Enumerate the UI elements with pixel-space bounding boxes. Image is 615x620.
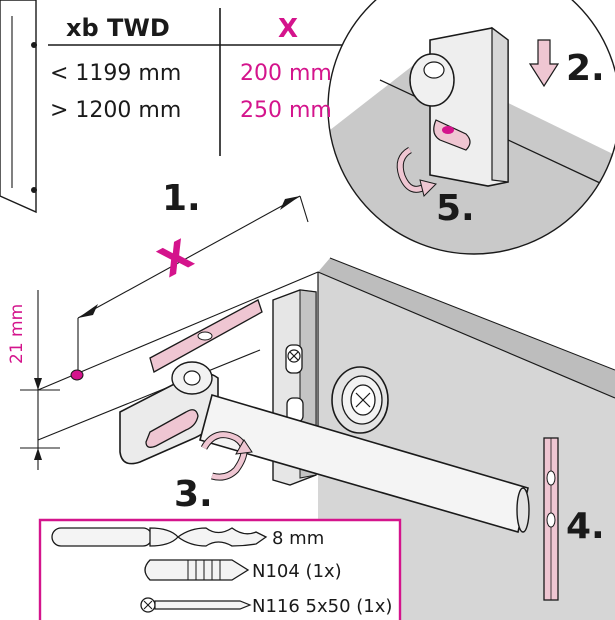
- table-row1-value: 200 mm: [240, 61, 332, 86]
- drill-bit-icon: [51, 527, 268, 547]
- detail-inset: [327, 0, 615, 255]
- spirit-level-horizontal: [149, 299, 263, 373]
- rotate-arrow-step3: [200, 431, 253, 481]
- wall-plug-icon: [144, 559, 250, 581]
- towel-rod: [199, 394, 530, 534]
- part-drill-label: 8 mm: [272, 528, 324, 549]
- spirit-level-vertical: [543, 437, 559, 601]
- parts-box: [38, 518, 402, 620]
- table-row1-range: < 1199 mm: [50, 61, 181, 86]
- step-3-label: 3.: [174, 474, 213, 515]
- wall-guides: [20, 195, 319, 470]
- step-1-label: 1.: [162, 178, 201, 219]
- part-screw-label: N116 5x50 (1x): [252, 596, 392, 617]
- table-row2-range: > 1200 mm: [50, 98, 181, 123]
- dimension-height-label: 21 mm: [7, 304, 27, 364]
- dimension-arrows: [34, 196, 300, 460]
- table-header-model: xb TWD: [66, 14, 170, 42]
- step-5-label: 5.: [436, 188, 475, 229]
- size-table: [48, 8, 362, 156]
- bracket-housing: [119, 361, 219, 465]
- drill-mark: [70, 369, 84, 381]
- wall-rosette: [331, 366, 389, 434]
- dimension-x-label: X: [152, 232, 201, 287]
- step-2-label: 2.: [566, 48, 605, 89]
- part-dowel-label: N104 (1x): [252, 561, 342, 582]
- step-4-label: 4.: [566, 506, 605, 547]
- table-row2-value: 250 mm: [240, 98, 332, 123]
- door-frame-thumbnail: [0, 0, 37, 214]
- table-header-x: X: [278, 14, 298, 44]
- screw-icon: [140, 597, 252, 613]
